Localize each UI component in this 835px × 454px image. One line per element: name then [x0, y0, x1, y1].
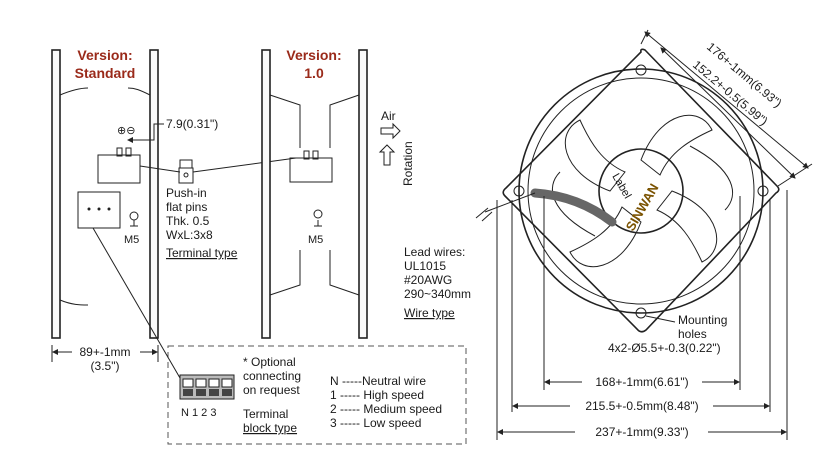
mounting-line-2: holes [678, 327, 707, 341]
terminal-block-std [77, 191, 121, 229]
pin-dim-label: 7.9(0.31") [166, 117, 218, 131]
air-arrow-icon [380, 122, 401, 140]
mounting-line-3: 4x2-Ø5.5+-0.3(0.22") [608, 341, 721, 355]
dim-168: 168+-1mm(6.61") [595, 375, 688, 389]
fan-label-text: Label [609, 172, 633, 201]
fan-hub [598, 148, 684, 234]
terminal-symbols: ⊕⊖ [117, 125, 135, 137]
std-title-2: Standard [75, 65, 136, 81]
depth-dim-1: 89+-1mm [79, 345, 130, 359]
dim-237: 237+-1mm(9.33") [595, 425, 688, 439]
terminal-desc-1: Push-in [166, 186, 207, 200]
mounting-hole-top [635, 64, 647, 76]
terminal-pin-labels: N 1 2 3 [181, 407, 216, 419]
depth-dim-2: (3.5") [91, 359, 120, 373]
rotation-arrow-icon [378, 144, 396, 166]
terminal-type-title: Terminal type [166, 246, 238, 260]
push-in-pin-icon [178, 159, 194, 184]
wire-line-4: 290~340mm [404, 287, 471, 301]
ground-screw-v1 [313, 209, 323, 219]
terminal-desc-4: WxL:3x8 [166, 228, 213, 242]
wire-line-1: Lead wires: [404, 245, 465, 259]
terminal-block-title-1: Terminal [243, 407, 288, 421]
ground-label-v1: M5 [308, 234, 323, 246]
wire-type-title: Wire type [404, 306, 455, 320]
fan-front-view [475, 48, 780, 333]
mounting-line-1: Mounting [678, 313, 727, 327]
terminal-housing-v1 [289, 157, 333, 183]
legend-medium: 2 ----- Medium speed [330, 402, 442, 416]
mounting-hole-left [513, 185, 525, 197]
fan-shroud [518, 68, 764, 314]
v1-title-2: 1.0 [304, 65, 324, 81]
optional-note-2: connecting [243, 369, 301, 383]
legend-high: 1 ----- High speed [330, 388, 424, 402]
optional-note-3: on request [243, 383, 300, 397]
standard-side-view [51, 49, 159, 339]
ground-label-std: M5 [124, 234, 139, 246]
std-title-1: Version: [77, 47, 132, 63]
dim-215: 215.5+-0.5mm(8.48") [585, 399, 698, 413]
wire-line-2: UL1015 [404, 259, 446, 273]
terminal-desc-3: Thk. 0.5 [166, 214, 210, 228]
terminal-block-icon [179, 374, 235, 400]
rotation-label: Rotation [401, 141, 415, 186]
v1-side-view [261, 49, 368, 339]
v1-title-1: Version: [286, 47, 341, 63]
mounting-hole-right [757, 185, 769, 197]
terminal-housing-std [97, 154, 141, 184]
terminal-desc-2: flat pins [166, 200, 207, 214]
legend-neutral: N -----Neutral wire [330, 374, 426, 388]
ground-screw-std [129, 211, 139, 221]
mounting-hole-bottom [635, 307, 647, 319]
lead-wire [530, 188, 617, 227]
terminal-block-detail-box [167, 345, 467, 445]
air-label: Air [381, 109, 396, 123]
terminal-block-title-2: block type [243, 421, 297, 435]
optional-note-1: * Optional [243, 355, 296, 369]
legend-low: 3 ----- Low speed [330, 416, 421, 430]
wire-line-3: #20AWG [404, 273, 452, 287]
